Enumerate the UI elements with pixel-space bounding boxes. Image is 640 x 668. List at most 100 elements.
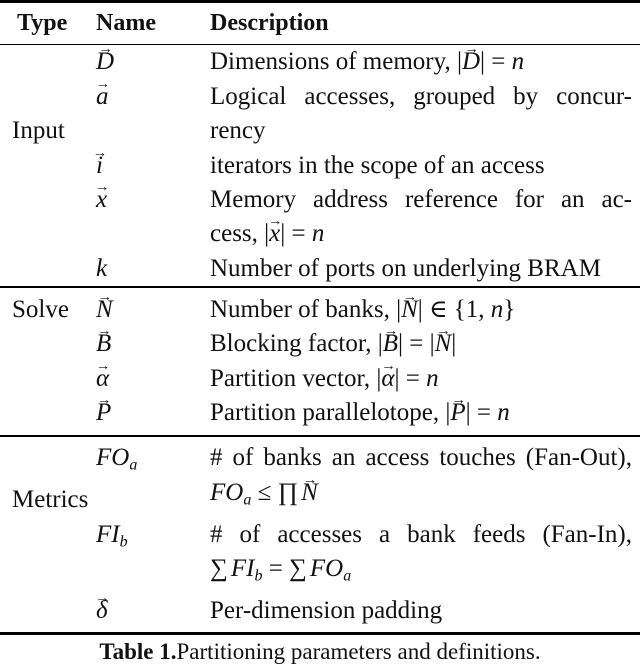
text: Partition vector, |: [210, 364, 382, 392]
header-type: Type: [17, 9, 68, 36]
math-operator: ∑: [210, 555, 228, 582]
desc-line: Per-dimension padding: [210, 594, 632, 628]
vector-arrow-icon: →: [95, 75, 111, 92]
rule-group-separator: [0, 435, 640, 438]
text: Per-dimension padding: [210, 596, 443, 624]
math-subscript: b: [254, 567, 263, 585]
param-desc-cell: Memory address reference for an ac-cess,…: [210, 183, 632, 252]
math-vector: →D: [461, 41, 481, 76]
math-var: n: [490, 295, 504, 323]
desc-line: iterators in the scope of an access: [210, 149, 632, 183]
math-subscript: a: [343, 567, 352, 585]
vector-arrow-icon: →: [383, 323, 399, 340]
vector-arrow-icon: →: [96, 392, 112, 409]
vector-arrow-icon: →: [381, 357, 396, 374]
desc-line: # of accesses a bank feeds (Fan-In),: [210, 518, 632, 552]
param-desc-cell: Number of banks, |→N| ∈ {1, n}: [210, 288, 632, 327]
param-name-cell: →D: [96, 41, 210, 79]
vector-arrow-icon: →: [402, 288, 418, 305]
text: | ∈ {1,: [417, 295, 491, 323]
param-name-cell: FOa: [96, 441, 210, 483]
text: | =: [394, 364, 427, 392]
param-name-cell: →i: [92, 144, 210, 183]
header-description: Description: [210, 9, 329, 36]
math-var: FI: [96, 520, 120, 548]
vector-arrow-icon: →: [268, 213, 283, 230]
param-desc-cell: Blocking factor, |→B| = |→N|: [210, 323, 632, 361]
math-vector: →a: [95, 75, 111, 110]
param-name-cell: k: [96, 252, 210, 286]
param-name-cell: →δ: [95, 589, 210, 628]
param-desc-cell: Partition vector, |→α| = n: [210, 357, 632, 396]
desc-line: # of banks an access touches (Fan-Out),: [210, 441, 632, 475]
math-var: n: [311, 220, 325, 248]
desc-line: Number of ports on underlying BRAM: [210, 252, 632, 286]
vector-arrow-icon: →: [94, 178, 110, 195]
math-var: n: [426, 364, 439, 392]
math-vector: →D: [96, 41, 115, 76]
text: iterators in the scope of an access: [210, 151, 545, 179]
desc-line: cess, |→x| = n: [210, 213, 632, 251]
math-vector: →B: [382, 323, 399, 358]
text: Blocking factor, |: [210, 330, 383, 358]
param-desc-cell: Logical accesses, grouped by concur-renc…: [210, 80, 632, 149]
text: Number of ports on underlying BRAM: [210, 254, 601, 282]
text: Partition parallelotope, |: [210, 399, 451, 427]
table-header-row: Type Name Description: [0, 3, 640, 44]
header-name: Name: [96, 9, 156, 36]
math-var: FO: [309, 555, 344, 582]
vector-arrow-icon: →: [92, 144, 108, 161]
math-vector: →α: [95, 357, 111, 392]
math-var: FI: [230, 555, 255, 582]
caption-label: Table 1.: [99, 638, 177, 664]
math-vector: →i: [92, 144, 108, 179]
math-vector: →x: [268, 213, 283, 248]
param-desc-cell: # of banks an access touches (Fan-Out),F…: [210, 441, 632, 517]
vector-arrow-icon: →: [464, 41, 479, 58]
param-name-cell: →a: [95, 75, 210, 114]
table-caption: Table 1. Partitioning parameters and def…: [0, 635, 640, 668]
text: # of banks an access touches (Fan-Out),: [210, 444, 632, 472]
caption-text: Partitioning parameters and definitions.: [176, 638, 541, 664]
text: | =: [480, 48, 512, 76]
param-desc-cell: # of accesses a bank feeds (Fan-In), ∑FIb…: [210, 518, 632, 594]
vector-arrow-icon: →: [95, 589, 110, 606]
math-vector: →N: [434, 323, 452, 358]
math-vector: →N: [96, 288, 113, 323]
vector-arrow-icon: →: [436, 323, 451, 340]
text: rency: [210, 117, 266, 145]
desc-line: FOa ≤ ∏→N: [210, 471, 632, 518]
math-vector: →N: [301, 471, 318, 506]
desc-line: Partition parallelotope, |→P| = n: [210, 392, 632, 430]
desc-line: rency: [210, 114, 632, 148]
desc-line: Number of banks, |→N| ∈ {1, n}: [210, 288, 632, 327]
desc-line: ∑FIb = ∑FOa: [210, 552, 632, 594]
type-group-label: Input: [12, 117, 65, 145]
math-var: n: [497, 399, 510, 427]
text: Memory address reference for an ac-: [210, 185, 632, 213]
param-name-cell: →N: [96, 288, 210, 327]
param-desc-cell: Partition parallelotope, |→P| = n: [210, 392, 632, 430]
math-subscript: b: [119, 533, 128, 551]
math-vector: →x: [94, 178, 110, 213]
text: Logical accesses, grouped by concur-: [210, 82, 632, 110]
desc-line: Logical accesses, grouped by concur-: [210, 80, 632, 114]
text: | =: [280, 220, 312, 248]
desc-line: Blocking factor, |→B| = |→N|: [210, 323, 632, 361]
math-vector: →B: [96, 323, 112, 358]
vector-arrow-icon: →: [98, 41, 113, 58]
rule-bottom: [0, 632, 640, 636]
param-name-cell: →α: [95, 357, 210, 396]
param-desc-cell: Per-dimension padding: [210, 594, 632, 628]
vector-arrow-icon: →: [451, 392, 466, 409]
math-vector: →P: [96, 392, 112, 427]
math-subscript: a: [243, 491, 252, 509]
vector-arrow-icon: →: [96, 323, 112, 340]
rule-top: [0, 0, 640, 3]
text: Dimensions of memory, |: [210, 48, 462, 76]
math-vector: →δ: [95, 589, 110, 624]
